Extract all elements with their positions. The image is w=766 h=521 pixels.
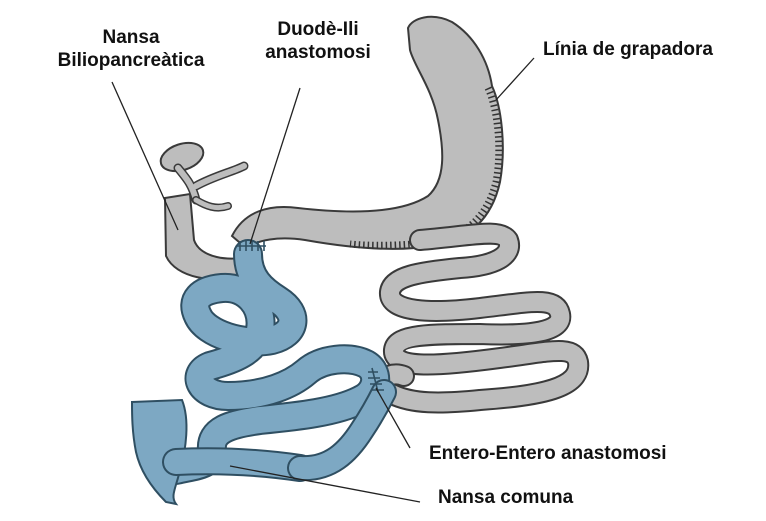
label-duodeno-ileal-line2: anastomosi <box>248 41 388 64</box>
leader-staple-line <box>496 58 534 100</box>
label-common-loop: Nansa comuna <box>438 486 573 509</box>
label-biliopancreatic-line1: Nansa <box>56 26 206 49</box>
label-staple-line: Línia de grapadora <box>543 38 713 61</box>
label-duodeno-ileal-line1: Duodè-Ili <box>248 18 388 41</box>
label-duodeno-ileal-anastomosis: Duodè-Ili anastomosi <box>248 18 388 64</box>
label-biliopancreatic-line2: Biliopancreàtica <box>56 49 206 72</box>
label-entero-entero-anastomosis: Entero-Entero anastomosi <box>429 442 667 465</box>
label-biliopancreatic-loop: Nansa Biliopancreàtica <box>56 26 206 72</box>
